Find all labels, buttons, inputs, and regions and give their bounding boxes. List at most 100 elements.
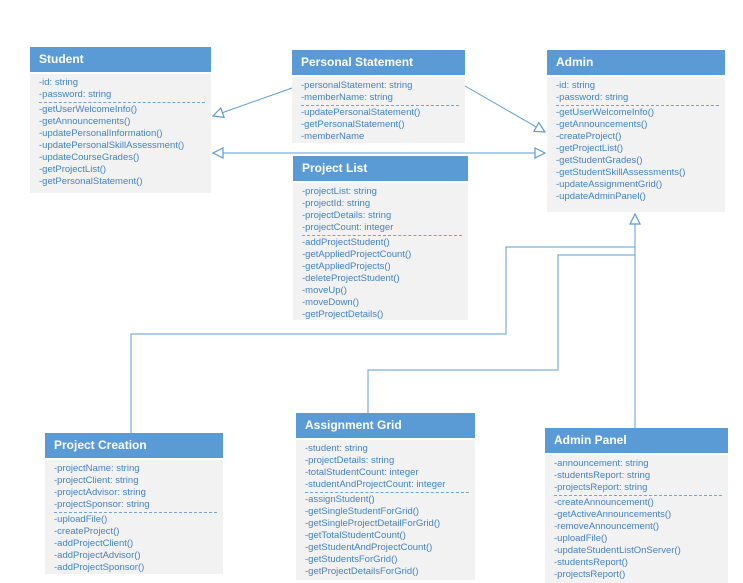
member-row: -getStudentGrades() xyxy=(556,155,643,166)
class-body-project-list: -projectList: string-projectId: string-p… xyxy=(293,183,468,320)
member-row: -addProjectSponsor() xyxy=(54,562,145,573)
method-list: -updatePersonalStatement()-getPersonalSt… xyxy=(301,107,461,143)
member-row: -projectName: string xyxy=(54,463,140,474)
attribute-list: -id: string-password: string xyxy=(556,80,721,104)
member-row: -projectId: string xyxy=(302,198,371,209)
class-title-project-list: Project List xyxy=(293,156,468,181)
attribute-list: -student: string-projectDetails: string-… xyxy=(305,443,471,491)
class-student[interactable]: Student -id: string-password: string -ge… xyxy=(30,47,211,193)
member-row: -studentsReport: string xyxy=(554,470,651,481)
method-list: -createAnnouncement()-getActiveAnnouncem… xyxy=(554,497,724,581)
member-row: -getAnnouncements() xyxy=(39,116,131,127)
member-row: -getUserWelcomeInfo() xyxy=(39,104,138,115)
method-list: -assignStudent()-getSingleStudentForGrid… xyxy=(305,494,471,578)
class-body-personal-statement: -personalStatement: string-memberName: s… xyxy=(292,77,465,143)
member-separator xyxy=(301,105,459,106)
member-row: -addProjectAdvisor() xyxy=(54,550,141,561)
method-list: -getUserWelcomeInfo()-getAnnouncements()… xyxy=(39,104,207,188)
member-separator xyxy=(54,512,217,513)
member-row: -memberName xyxy=(301,131,365,142)
member-separator xyxy=(556,105,719,106)
member-row: -projectsReport() xyxy=(554,569,626,580)
attribute-list: -personalStatement: string-memberName: s… xyxy=(301,80,461,104)
member-row: -createAnnouncement() xyxy=(554,497,654,508)
member-row: -totalStudentCount: integer xyxy=(305,467,419,478)
member-row: -studentsReport() xyxy=(554,557,628,568)
member-row: -deleteProjectStudent() xyxy=(302,273,400,284)
class-title-admin: Admin xyxy=(547,50,725,75)
member-row: -uploadFile() xyxy=(54,514,108,525)
attribute-list: -projectName: string-projectClient: stri… xyxy=(54,463,219,511)
member-row: -getProjectDetails() xyxy=(302,309,384,320)
member-row: -moveDown() xyxy=(302,297,360,308)
member-row: -updatePersonalSkillAssessment() xyxy=(39,140,185,151)
class-body-assignment-grid: -student: string-projectDetails: string-… xyxy=(296,440,475,580)
member-row: -getAppliedProjectCount() xyxy=(302,249,412,260)
class-project-creation[interactable]: Project Creation -projectName: string-pr… xyxy=(45,433,223,574)
member-row: -announcement: string xyxy=(554,458,649,469)
attribute-list: -announcement: string-studentsReport: st… xyxy=(554,458,724,494)
member-row: -getUserWelcomeInfo() xyxy=(556,107,655,118)
member-row: -addProjectClient() xyxy=(54,538,134,549)
member-row: -createProject() xyxy=(556,131,622,142)
class-assignment-grid[interactable]: Assignment Grid -student: string-project… xyxy=(296,413,475,580)
connector-project-creation-admin[interactable] xyxy=(130,246,635,433)
method-list: -addProjectStudent()-getAppliedProjectCo… xyxy=(302,237,464,320)
member-row: -projectSponsor: string xyxy=(54,499,150,510)
class-body-admin-panel: -announcement: string-studentsReport: st… xyxy=(545,455,728,583)
member-row: -getSingleProjectDetailForGrid() xyxy=(305,518,441,529)
member-row: -getProjectList() xyxy=(39,164,107,175)
member-row: -getProjectList() xyxy=(556,143,624,154)
member-separator xyxy=(554,495,722,496)
member-row: -getStudentsForGrid() xyxy=(305,554,398,565)
member-row: -createProject() xyxy=(54,526,120,537)
member-row: -getStudentSkillAssessments() xyxy=(556,167,686,178)
member-row: -assignStudent() xyxy=(305,494,375,505)
member-separator xyxy=(39,102,205,103)
member-row: -removeAnnouncement() xyxy=(554,521,660,532)
member-row: -student: string xyxy=(305,443,368,454)
member-row: -getActiveAnnouncements() xyxy=(554,509,672,520)
member-row: -getPersonalStatement() xyxy=(39,176,143,187)
connector-personal-statement-student[interactable] xyxy=(213,87,293,116)
class-project-list[interactable]: Project List -projectList: string-projec… xyxy=(293,156,468,320)
member-row: -projectAdvisor: string xyxy=(54,487,146,498)
class-body-project-creation: -projectName: string-projectClient: stri… xyxy=(45,460,223,574)
member-row: -projectDetails: string xyxy=(305,455,395,466)
attribute-list: -id: string-password: string xyxy=(39,77,207,101)
member-row: -projectDetails: string xyxy=(302,210,392,221)
member-row: -password: string xyxy=(556,92,629,103)
method-list: -getUserWelcomeInfo()-getAnnouncements()… xyxy=(556,107,721,203)
class-admin[interactable]: Admin -id: string-password: string -getU… xyxy=(547,50,725,212)
member-row: -getProjectDetailsForGrid() xyxy=(305,566,419,577)
member-row: -updateCourseGrades() xyxy=(39,152,140,163)
member-row: -getAppliedProjects() xyxy=(302,261,391,272)
member-row: -updateAssignmentGrid() xyxy=(556,179,663,190)
member-row: -id: string xyxy=(39,77,79,88)
connector-personal-statement-admin[interactable] xyxy=(464,85,545,132)
member-separator xyxy=(305,492,469,493)
member-row: -addProjectStudent() xyxy=(302,237,390,248)
class-title-admin-panel: Admin Panel xyxy=(545,428,728,453)
member-row: -projectCount: integer xyxy=(302,222,394,233)
class-body-admin: -id: string-password: string -getUserWel… xyxy=(547,77,725,212)
connector-assignment-grid-admin[interactable] xyxy=(367,254,635,413)
member-row: -personalStatement: string xyxy=(301,80,413,91)
member-row: -updateStudentListOnServer() xyxy=(554,545,681,556)
member-row: -projectClient: string xyxy=(54,475,139,486)
member-row: -moveUp() xyxy=(302,285,347,296)
class-body-student: -id: string-password: string -getUserWel… xyxy=(30,74,211,193)
class-title-personal-statement: Personal Statement xyxy=(292,50,465,75)
method-list: -uploadFile()-createProject()-addProject… xyxy=(54,514,219,574)
member-row: -getAnnouncements() xyxy=(556,119,648,130)
class-personal-statement[interactable]: Personal Statement -personalStatement: s… xyxy=(292,50,465,143)
member-row: -updateAdminPanel() xyxy=(556,191,646,202)
class-admin-panel[interactable]: Admin Panel -announcement: string-studen… xyxy=(545,428,728,583)
attribute-list: -projectList: string-projectId: string-p… xyxy=(302,186,464,234)
member-row: -getSingleStudentForGrid() xyxy=(305,506,420,517)
class-title-student: Student xyxy=(30,47,211,72)
member-row: -getTotalStudentCount() xyxy=(305,530,406,541)
class-title-assignment-grid: Assignment Grid xyxy=(296,413,475,438)
